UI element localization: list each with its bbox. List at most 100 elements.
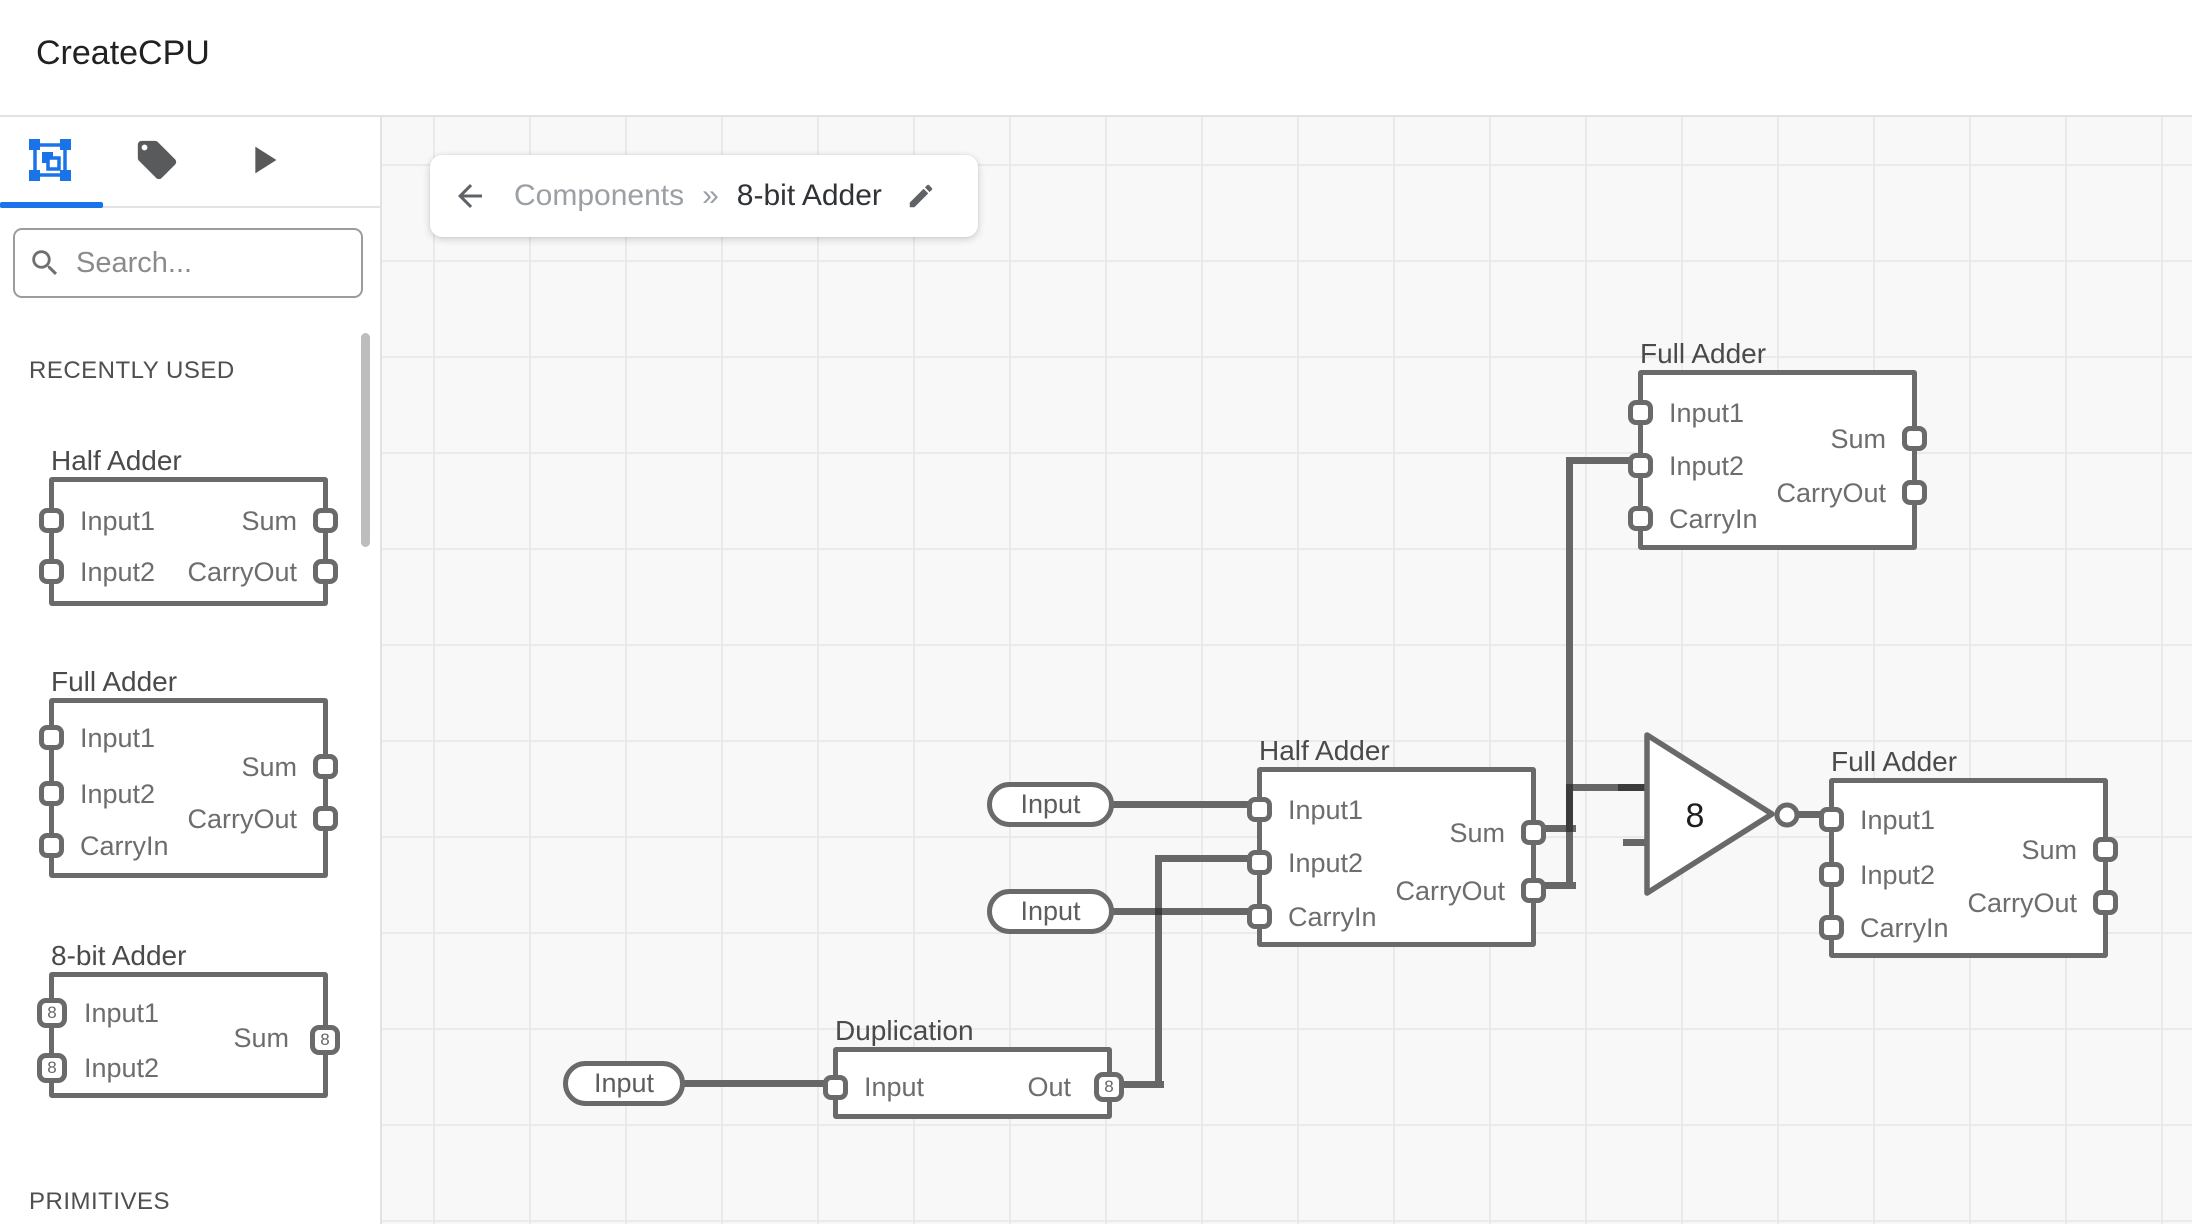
tab-components[interactable] [27, 137, 73, 183]
port-label: Out [1027, 1072, 1071, 1102]
port-input1[interactable] [39, 725, 64, 750]
port-carryout[interactable] [1902, 480, 1927, 505]
port-carryin[interactable] [39, 833, 64, 858]
node-full-adder-top[interactable]: Full Adder Input1 Input2 CarryIn Sum Car… [1628, 338, 1927, 550]
bus-splitter-node[interactable]: 8 [1638, 726, 1813, 906]
wire-segment[interactable] [1107, 1081, 1164, 1088]
header-divider [0, 115, 2192, 117]
edit-pencil-icon[interactable] [906, 181, 936, 211]
active-tab-underline [0, 202, 103, 208]
port-sum[interactable] [2093, 837, 2118, 862]
port-label: Sum [2021, 835, 2077, 865]
port-input1[interactable] [1628, 400, 1653, 425]
port-input[interactable] [823, 1075, 848, 1100]
wire-segment[interactable] [1108, 801, 1262, 808]
splitter-triangle[interactable] [1644, 732, 1775, 896]
port-label: Input1 [80, 506, 156, 536]
port-carryin[interactable] [1247, 904, 1272, 929]
port-carryout[interactable] [313, 559, 338, 584]
input-pin-pill[interactable]: Input [987, 889, 1114, 934]
palette-full-adder[interactable]: Full Adder Input1 Input2 CarryIn Sum Car… [39, 666, 338, 878]
port-label: Input [864, 1072, 925, 1102]
port-input2[interactable] [1628, 453, 1653, 478]
tabs-divider [0, 206, 380, 208]
port-input2[interactable] [39, 559, 64, 584]
wire-segment[interactable] [1155, 855, 1262, 862]
wire-segment[interactable] [1566, 784, 1573, 832]
wire-segment[interactable] [681, 1080, 839, 1087]
port-input2-8bit[interactable]: 8 [37, 1053, 67, 1083]
palette-half-adder[interactable]: Half Adder Input1 Input2 Sum CarryOut [39, 445, 338, 606]
port-carryout[interactable] [313, 806, 338, 831]
port-input1[interactable] [1819, 807, 1844, 832]
port-label: CarryOut [1776, 478, 1886, 508]
port-sum[interactable] [1521, 820, 1546, 845]
wire-segment[interactable] [1566, 784, 1623, 791]
breadcrumb-parent[interactable]: Components [514, 179, 685, 212]
node-full-adder-right[interactable]: Full Adder Input1 Input2 CarryIn Sum Car… [1819, 746, 2118, 958]
port-sum-8bit[interactable]: 8 [310, 1025, 340, 1055]
port-label: Input1 [1860, 805, 1936, 835]
port-label: Sum [1449, 818, 1505, 848]
wire-stub[interactable] [1623, 839, 1649, 846]
port-label: Input1 [80, 723, 156, 753]
port-label: Sum [233, 1023, 289, 1053]
wire-segment[interactable] [1566, 457, 1573, 889]
port-label: Input2 [1860, 860, 1936, 890]
port-carryin[interactable] [1628, 506, 1653, 531]
port-input1-8bit[interactable]: 8 [37, 998, 67, 1028]
wire-segment[interactable] [1795, 811, 1835, 818]
splitter-bits-label: 8 [1686, 797, 1705, 835]
port-input1[interactable] [39, 508, 64, 533]
play-icon [255, 146, 277, 174]
node-title: Duplication [835, 1015, 974, 1046]
search-input[interactable] [76, 246, 336, 280]
port-label: Input1 [1288, 795, 1364, 825]
port-label: Sum [241, 506, 297, 536]
wire-segment[interactable] [1155, 855, 1162, 1088]
port-sum[interactable] [313, 508, 338, 533]
wire-segment[interactable] [1529, 882, 1576, 889]
node-duplication[interactable]: Duplication 8 Input Out [823, 1015, 1124, 1119]
input-pin-pill[interactable]: Input [987, 782, 1114, 827]
wire-segment[interactable] [1566, 457, 1643, 464]
node-title: Full Adder [1831, 746, 1958, 777]
sidebar: RECENTLY USED Half Adder Input1 Input2 S… [0, 117, 380, 1224]
port-label: CarryOut [187, 557, 297, 587]
input-pin-pill[interactable]: Input [563, 1061, 685, 1106]
port-carryin[interactable] [1819, 915, 1844, 940]
port-label: Input2 [1288, 848, 1364, 878]
port-input2[interactable] [1819, 862, 1844, 887]
port-sum[interactable] [313, 754, 338, 779]
app-title: CreateCPU [36, 34, 210, 72]
breadcrumb-current: 8-bit Adder [736, 179, 882, 212]
canvas-grid[interactable] [382, 117, 2192, 1224]
port-label: CarryIn [1860, 913, 1949, 943]
port-label: CarryIn [1669, 504, 1758, 534]
node-half-adder[interactable]: Half Adder Input1 Input2 CarryIn Sum Car… [1247, 735, 1546, 947]
port-input2[interactable] [1247, 850, 1272, 875]
palette-8bit-adder[interactable]: 8-bit Adder 8 8 8 Input1 Input2 Sum [37, 940, 340, 1098]
wire-segment[interactable] [1529, 825, 1576, 832]
wire-segment[interactable] [1618, 784, 1649, 791]
app-header: CreateCPU [0, 0, 2192, 115]
tab-tags[interactable] [134, 137, 180, 183]
splitter-output-bubble[interactable] [1774, 802, 1800, 828]
back-arrow-icon[interactable] [452, 178, 488, 214]
port-input1[interactable] [1247, 797, 1272, 822]
port-label: Input2 [1669, 451, 1745, 481]
port-input2[interactable] [39, 781, 64, 806]
tab-run[interactable] [240, 137, 286, 183]
pill-label: Input [593, 1068, 655, 1098]
port-label: Sum [1830, 424, 1886, 454]
port-carryout[interactable] [2093, 890, 2118, 915]
sidebar-scrollbar-thumb[interactable] [361, 333, 370, 547]
port-label: Sum [241, 752, 297, 782]
search-box[interactable] [13, 228, 363, 298]
port-out-8bit[interactable]: 8 [1094, 1072, 1124, 1102]
sidebar-divider [380, 117, 382, 1224]
wire-segment[interactable] [1108, 908, 1262, 915]
port-carryout[interactable] [1521, 878, 1546, 903]
port-sum[interactable] [1902, 426, 1927, 451]
node-title: Half Adder [1259, 735, 1390, 766]
